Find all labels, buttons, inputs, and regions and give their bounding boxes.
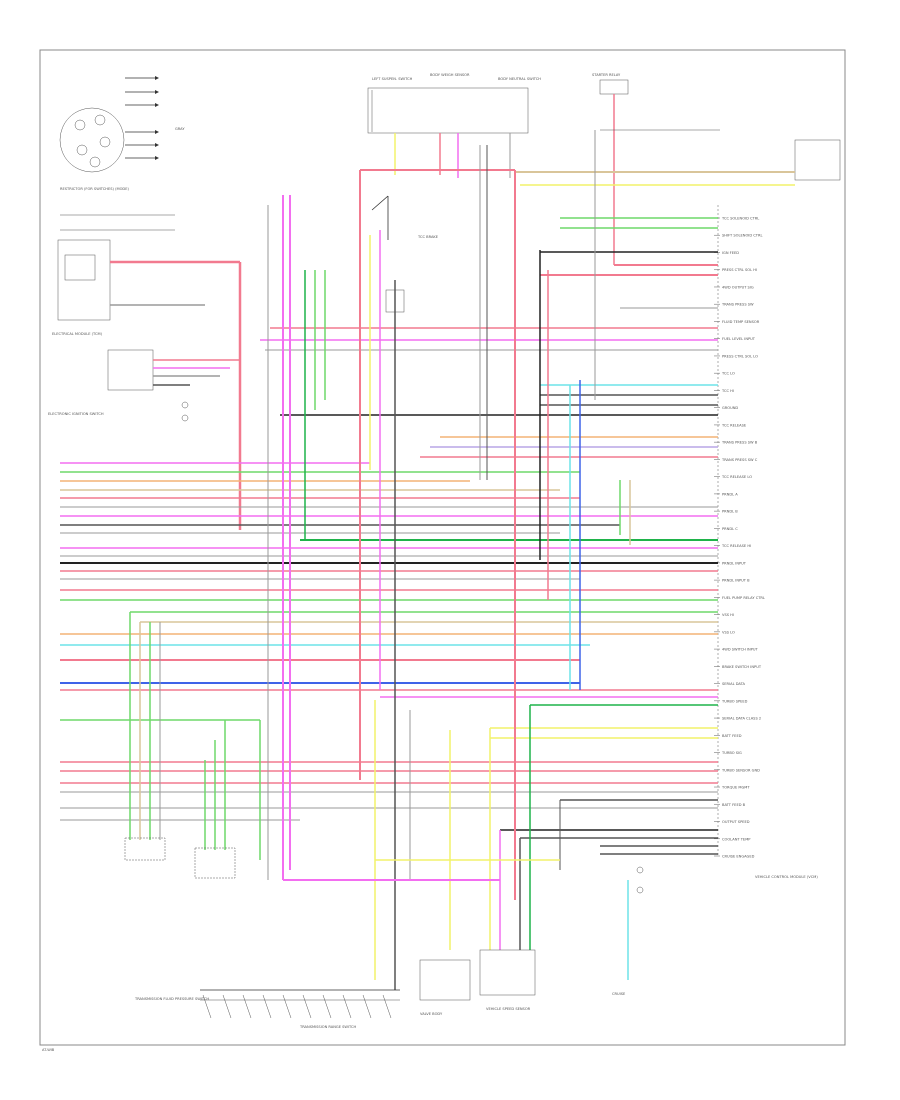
vcm-pin-label: TRANS PRESS SW B xyxy=(721,441,758,445)
ignition-switch-box: ELECTRONIC IGNITION SWITCH xyxy=(48,349,240,422)
electrical-module-box: ELECTRICAL MODULE (TCM) xyxy=(52,239,242,530)
restrictor-label: RESTRICTOR (FOR SWITCHES) (MODE) xyxy=(60,187,129,191)
vcm-pin-label: TCC HI xyxy=(721,389,734,393)
starter-relay: STARTER RELAY xyxy=(592,73,720,265)
svg-text:CRUISE: CRUISE xyxy=(612,992,626,996)
vcm-pin-label: SERIAL DATA CLASS 2 xyxy=(722,717,761,721)
vcm-pin-label: TCC RELEASE xyxy=(721,423,747,427)
top-comp-2: BODY WEIGH SENSOR xyxy=(430,73,470,77)
vcm-pin-label: PRNDL INPUT xyxy=(722,561,747,565)
vcm-pin-label: SERIAL DATA xyxy=(722,682,746,686)
vcm-pin-label: SHIFT SOLENOID CTRL xyxy=(722,234,762,238)
vcm-pin-labels: TCC SOLENOID CTRL SHIFT SOLENOID CTRL IGN … xyxy=(714,217,765,859)
starter-relay-label: STARTER RELAY xyxy=(592,73,621,77)
vcm-pin-label: OUTPUT SPEED xyxy=(722,820,750,824)
trans-pressure-switch-label: TRANSMISSION FLUID PRESSURE SWITCH xyxy=(134,997,209,1001)
vcm-pin-label: FUEL LEVEL INPUT xyxy=(722,337,756,341)
vcm-pin-label: CRUISE ENGAGED xyxy=(722,855,755,859)
vcm-pin-label: FUEL PUMP RELAY CTRL xyxy=(722,596,765,600)
transmission-range-switch: TRANSMISSION FLUID PRESSURE SWITCH TRANS… xyxy=(134,989,400,1029)
vehicle-speed-sensor: VEHICLE SPEED SENSOR xyxy=(479,949,536,1011)
vcm-pin-label: TURBO SENSOR GND xyxy=(721,768,760,772)
vcm-pin-label: FLUID TEMP SENSOR xyxy=(722,320,760,324)
vcm-pin-label: PRNDL C xyxy=(722,527,738,531)
ignition-switch-label: ELECTRONIC IGNITION SWITCH xyxy=(48,412,104,416)
vcm-pin-label: TRANS PRESS SW C xyxy=(721,458,758,462)
vcm-pin-label: PRNDL INPUT B xyxy=(722,579,750,583)
vcm-pin-label: COOLANT TEMP xyxy=(722,837,751,841)
vcm-pin-label: TCC LO xyxy=(721,372,735,376)
vss-label: VEHICLE SPEED SENSOR xyxy=(486,1007,531,1011)
top-comp-3: BODY NEUTRAL SWITCH xyxy=(498,77,541,81)
top-comp-1: LEFT SUSPEN. SWITCH xyxy=(372,77,413,81)
vcm-pin-label: VSS HI xyxy=(722,613,734,617)
bottom-right-sensor: CRUISE xyxy=(612,866,644,996)
vcm-pin-label: TURBO SIG xyxy=(721,751,742,755)
vcm-pin-label: PRESS CTRL SOL LO xyxy=(722,354,758,358)
vcm-pin-label: TORQUE MGMT xyxy=(721,786,750,790)
vcm-pin-label: TRANS PRESS SW xyxy=(721,303,754,307)
switch-mechanism: TCC BRAKE xyxy=(371,195,439,313)
svg-text:TCC BRAKE: TCC BRAKE xyxy=(417,235,439,239)
top-right-connector xyxy=(794,139,841,181)
bottom-left-connectors xyxy=(124,837,236,879)
vcm-pin-label: PRESS CTRL SOL HI xyxy=(722,268,757,272)
vcm-pin-label: VSS LO xyxy=(722,630,735,634)
vcm-pin-label: 4WD SWITCH INPUT xyxy=(722,648,759,652)
vcm-pin-label: BRAKE SWITCH INPUT xyxy=(722,665,762,669)
vcm-pin-label: TCC SOLENOID CTRL xyxy=(721,217,759,221)
trans-range-switch-label: TRANSMISSION RANGE SWITCH xyxy=(299,1025,357,1029)
vcm-pin-label: IGN FEED xyxy=(722,251,739,255)
vcm-pin-label: PRNDL A xyxy=(722,492,738,496)
restrictor-connector: GRAY RESTRICTOR (FOR SWITCHES) (MODE) xyxy=(59,76,185,231)
vcm-pin-label: BATT FEED B xyxy=(722,803,746,807)
svg-text:GRAY: GRAY xyxy=(175,127,185,131)
vcm-pin-label: PRNDL B xyxy=(722,510,738,514)
vcm-module: VEHICLE CONTROL MODULE (VCM) xyxy=(717,205,818,879)
vcm-pin-label: TCC RELEASE HI xyxy=(721,544,751,548)
diagram-frame xyxy=(39,49,846,1046)
top-switch-cluster: LEFT SUSPEN. SWITCH BODY WEIGH SENSOR BO… xyxy=(367,73,541,178)
footer-code: AT-WIB xyxy=(42,1048,55,1052)
vcm-label: VEHICLE CONTROL MODULE (VCM) xyxy=(755,875,818,879)
valve-body: VALVE BODY xyxy=(419,959,471,1016)
valve-body-label: VALVE BODY xyxy=(420,1012,443,1016)
vcm-pin-label: BATT FEED xyxy=(722,734,742,738)
vcm-pin-label: GROUND xyxy=(722,406,738,410)
vcm-pin-label: TCC RELEASE LO xyxy=(721,475,752,479)
vcm-pin-label: 4WD OUTPUT SIG xyxy=(722,285,754,289)
vcm-pin-label: TURBO SPEED xyxy=(721,699,748,703)
horizontal-wires xyxy=(60,171,795,855)
vertical-wires xyxy=(129,130,631,990)
electrical-module-label: ELECTRICAL MODULE (TCM) xyxy=(52,332,103,336)
